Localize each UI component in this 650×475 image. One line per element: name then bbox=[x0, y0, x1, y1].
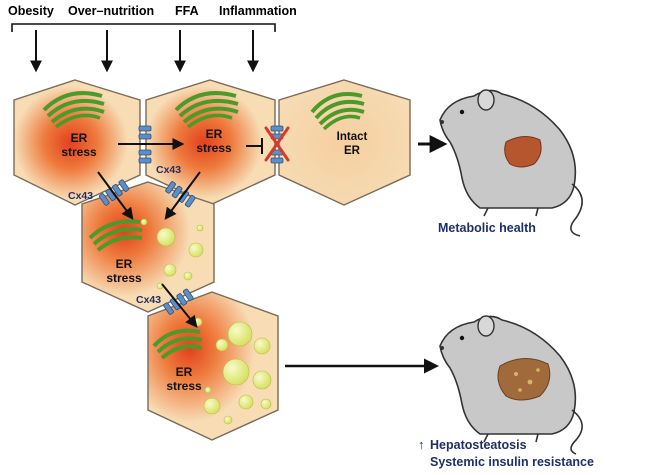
cell-label-line1: ER bbox=[71, 131, 88, 145]
liver-icon bbox=[504, 136, 542, 168]
er-membrane-icon bbox=[310, 92, 365, 131]
propagation-arrow bbox=[164, 171, 201, 220]
outcome-label-insulin-resistance: Systemic insulin resistance bbox=[430, 455, 594, 469]
hepatocyte-cell-2: ER stress bbox=[145, 79, 276, 206]
liver-icon bbox=[497, 358, 551, 401]
cell-label-line1: Intact bbox=[337, 131, 368, 143]
er-membrane-icon bbox=[174, 91, 239, 129]
mouse-icon bbox=[439, 89, 583, 237]
gap-junction-icon bbox=[165, 181, 196, 208]
inhibit-icon bbox=[246, 138, 263, 154]
connexin-label: Cx43 bbox=[156, 164, 181, 176]
er-membrane-icon bbox=[152, 328, 203, 360]
outcome-label-hepatosteatosis: Hepatosteatosis bbox=[430, 438, 527, 452]
outcome-label-healthy: Metabolic health bbox=[438, 221, 536, 235]
cell-label-line1: ER bbox=[176, 365, 193, 379]
cell-label-line1: ER bbox=[116, 257, 133, 271]
cell-label-line2: ER bbox=[344, 145, 361, 157]
cell-label-line2: stress bbox=[61, 145, 97, 159]
gap-junction-icon bbox=[138, 125, 152, 164]
hepatocyte-cell-5: ER stress bbox=[147, 291, 279, 441]
er-membrane-icon bbox=[88, 219, 143, 252]
hepatocyte-cell-4: ER stress bbox=[81, 181, 215, 313]
er-membrane-icon bbox=[42, 91, 105, 129]
lipid-droplet-icon bbox=[140, 218, 204, 290]
stimulus-label-inflammation: Inflammation bbox=[219, 4, 297, 18]
up-arrow-icon: ↑ bbox=[418, 437, 425, 452]
cell-label-line2: stress bbox=[106, 271, 142, 285]
bracket-line bbox=[11, 23, 276, 32]
mouse-icon bbox=[439, 315, 583, 455]
cell-label-line2: stress bbox=[166, 379, 202, 393]
stimulus-label-over-nutrition: Over–nutrition bbox=[68, 4, 154, 18]
cell-label-line2: stress bbox=[196, 141, 232, 155]
stimulus-label-obesity: Obesity bbox=[8, 4, 54, 18]
stimulus-label-ffa: FFA bbox=[175, 4, 199, 18]
connexin-label: Cx43 bbox=[136, 294, 161, 306]
propagation-arrow bbox=[161, 283, 198, 328]
lipid-droplet-icon bbox=[193, 317, 272, 425]
stimuli-bracket: Obesity Over–nutrition FFA Inflammation bbox=[8, 4, 297, 73]
gap-junction-icon bbox=[270, 125, 284, 164]
cell-label-line1: ER bbox=[206, 127, 223, 141]
propagation-arrow bbox=[97, 171, 134, 220]
gap-junction-icon bbox=[98, 179, 130, 206]
cross-mark-icon bbox=[264, 126, 290, 162]
connexin-label: Cx43 bbox=[68, 190, 93, 202]
hepatocyte-cell-1: ER stress bbox=[13, 79, 141, 206]
hepatocyte-cell-intact: Intact ER bbox=[278, 79, 411, 206]
